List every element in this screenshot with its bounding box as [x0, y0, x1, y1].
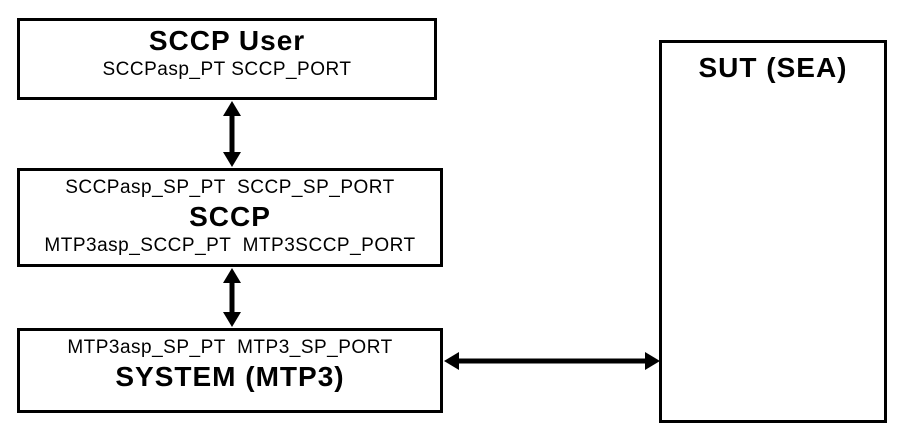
double-arrow-sccp-user-to-sccp-icon: [223, 101, 241, 167]
sccp-upper-ports: SCCPasp_SP_PT SCCP_SP_PORT: [65, 177, 395, 198]
sut-box: SUT (SEA): [659, 40, 887, 423]
sccp-user-ports: SCCPasp_PT SCCP_PORT: [102, 59, 352, 80]
sccp-box: SCCPasp_SP_PT SCCP_SP_PORT SCCP MTP3asp_…: [17, 168, 443, 267]
sccp-user-box: SCCP User SCCPasp_PT SCCP_PORT: [17, 18, 437, 100]
double-arrow-mtp3-to-sut-icon: [444, 352, 660, 370]
double-arrow-sccp-to-mtp3-icon: [223, 268, 241, 327]
system-mtp3-title: SYSTEM (MTP3): [115, 361, 345, 392]
sccp-lower-ports: MTP3asp_SCCP_PT MTP3SCCP_PORT: [44, 235, 416, 256]
system-mtp3-ports: MTP3asp_SP_PT MTP3_SP_PORT: [67, 337, 393, 358]
system-mtp3-box: MTP3asp_SP_PT MTP3_SP_PORT SYSTEM (MTP3): [17, 328, 443, 413]
sccp-user-title: SCCP User: [148, 25, 306, 56]
sccp-title: SCCP: [189, 201, 271, 232]
sut-title: SUT (SEA): [698, 52, 848, 83]
